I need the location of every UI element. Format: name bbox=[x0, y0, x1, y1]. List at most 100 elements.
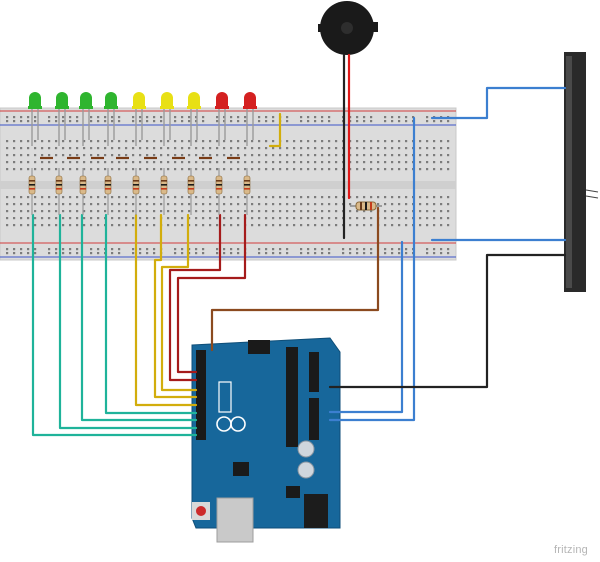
breadboard-hole bbox=[328, 116, 331, 119]
breadboard-hole bbox=[398, 224, 401, 227]
breadboard-hole bbox=[62, 248, 65, 251]
breadboard-hole bbox=[195, 224, 198, 227]
breadboard-hole bbox=[244, 203, 247, 206]
breadboard-hole bbox=[202, 224, 205, 227]
wire-yellow-2 bbox=[153, 213, 198, 399]
breadboard-hole bbox=[55, 217, 58, 220]
breadboard-hole bbox=[363, 224, 366, 227]
breadboard-hole bbox=[377, 196, 380, 199]
breadboard-hole bbox=[279, 161, 282, 164]
breadboard-hole bbox=[27, 140, 30, 143]
breadboard-hole bbox=[13, 217, 16, 220]
breadboard-hole bbox=[440, 147, 443, 150]
breadboard-hole bbox=[69, 147, 72, 150]
breadboard-hole bbox=[34, 161, 37, 164]
breadboard-hole bbox=[244, 210, 247, 213]
breadboard-hole bbox=[384, 116, 387, 119]
resistor bbox=[187, 168, 195, 215]
breadboard-hole bbox=[398, 203, 401, 206]
breadboard-hole bbox=[314, 161, 317, 164]
resistor bbox=[28, 168, 36, 215]
breadboard-hole bbox=[426, 252, 429, 255]
breadboard-hole bbox=[370, 217, 373, 220]
breadboard-hole bbox=[76, 140, 79, 143]
breadboard-hole bbox=[426, 140, 429, 143]
breadboard-hole bbox=[230, 248, 233, 251]
breadboard-hole bbox=[111, 252, 114, 255]
breadboard-hole bbox=[419, 161, 422, 164]
breadboard-hole bbox=[90, 210, 93, 213]
led-green bbox=[28, 92, 42, 146]
breadboard-hole bbox=[356, 154, 359, 157]
breadboard-hole bbox=[6, 168, 9, 171]
breadboard-hole bbox=[167, 161, 170, 164]
breadboard-hole bbox=[251, 217, 254, 220]
led-red bbox=[243, 92, 257, 146]
breadboard-hole bbox=[272, 203, 275, 206]
breadboard-hole bbox=[440, 120, 443, 123]
breadboard-hole bbox=[258, 252, 261, 255]
breadboard-hole bbox=[146, 224, 149, 227]
breadboard-hole bbox=[153, 203, 156, 206]
breadboard-hole bbox=[433, 248, 436, 251]
leds bbox=[28, 92, 257, 146]
breadboard-hole bbox=[90, 196, 93, 199]
breadboard-hole bbox=[307, 210, 310, 213]
breadboard-hole bbox=[181, 147, 184, 150]
breadboard-hole bbox=[97, 161, 100, 164]
breadboard-hole bbox=[300, 196, 303, 199]
breadboard-hole bbox=[195, 116, 198, 119]
breadboard-hole bbox=[398, 196, 401, 199]
breadboard-hole bbox=[251, 161, 254, 164]
breadboard-hole bbox=[398, 217, 401, 220]
breadboard-hole bbox=[34, 217, 37, 220]
breadboard-hole bbox=[34, 210, 37, 213]
breadboard-hole bbox=[440, 168, 443, 171]
breadboard-hole bbox=[447, 217, 450, 220]
breadboard-hole bbox=[440, 248, 443, 251]
breadboard-hole bbox=[181, 120, 184, 123]
resistor bbox=[243, 168, 251, 215]
led-yellow bbox=[187, 92, 201, 146]
breadboard-hole bbox=[349, 203, 352, 206]
breadboard-hole bbox=[132, 217, 135, 220]
breadboard-hole bbox=[321, 116, 324, 119]
breadboard-hole bbox=[447, 140, 450, 143]
breadboard-hole bbox=[230, 217, 233, 220]
breadboard-hole bbox=[27, 203, 30, 206]
breadboard-hole bbox=[370, 224, 373, 227]
breadboard-hole bbox=[237, 224, 240, 227]
breadboard-hole bbox=[216, 248, 219, 251]
breadboard-hole bbox=[195, 196, 198, 199]
breadboard-hole bbox=[328, 161, 331, 164]
wire-red-1 bbox=[168, 213, 222, 382]
breadboard-hole bbox=[62, 116, 65, 119]
wire-blue-3 bbox=[328, 116, 416, 422]
breadboard-hole bbox=[13, 168, 16, 171]
breadboard-hole bbox=[384, 252, 387, 255]
breadboard-hole bbox=[314, 210, 317, 213]
breadboard-hole bbox=[13, 252, 16, 255]
breadboard-hole bbox=[55, 252, 58, 255]
breadboard-hole bbox=[118, 161, 121, 164]
breadboard-hole bbox=[62, 217, 65, 220]
breadboard-hole bbox=[230, 120, 233, 123]
breadboard-hole bbox=[83, 161, 86, 164]
breadboard-hole bbox=[258, 116, 261, 119]
breadboard-hole bbox=[321, 140, 324, 143]
breadboard-hole bbox=[391, 196, 394, 199]
breadboard-hole bbox=[223, 224, 226, 227]
breadboard-hole bbox=[300, 210, 303, 213]
breadboard-hole bbox=[20, 203, 23, 206]
breadboard-hole bbox=[230, 168, 233, 171]
breadboard-hole bbox=[153, 161, 156, 164]
breadboard-hole bbox=[265, 116, 268, 119]
breadboard-hole bbox=[27, 161, 30, 164]
breadboard-hole bbox=[216, 224, 219, 227]
breadboard-hole bbox=[97, 248, 100, 251]
breadboard-hole bbox=[440, 196, 443, 199]
breadboard-hole bbox=[314, 224, 317, 227]
breadboard-hole bbox=[62, 154, 65, 157]
breadboard-hole bbox=[328, 217, 331, 220]
breadboard-hole bbox=[251, 147, 254, 150]
